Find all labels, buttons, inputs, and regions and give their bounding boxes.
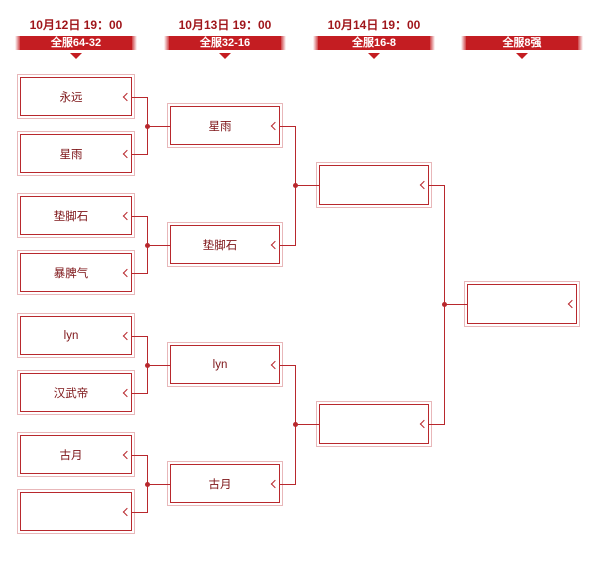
player-name: 古月 <box>208 478 232 491</box>
player-name: 星雨 <box>208 120 232 133</box>
bracket-slot-r1-6[interactable]: 汉武帝 <box>20 373 132 412</box>
bracket-slot-r2-4[interactable]: 古月 <box>170 464 280 503</box>
player-name <box>21 493 121 530</box>
chevron-left-icon <box>122 507 132 516</box>
round-arrow-icon <box>70 53 82 59</box>
chevron-left-icon <box>270 479 280 488</box>
round-date-2: 10月13日 19：00 <box>178 18 272 32</box>
player-name: lyn <box>63 329 79 342</box>
round-date-1: 10月12日 19：00 <box>29 18 123 32</box>
bracket-slot-r1-3[interactable]: 垫脚石 <box>20 196 132 235</box>
chevron-left-icon <box>270 360 280 369</box>
player-name: 垫脚石 <box>202 239 238 252</box>
round-badge-4: 全服8强 <box>461 36 583 50</box>
chevron-left-icon <box>122 92 132 101</box>
round-arrow-icon <box>368 53 380 59</box>
chevron-left-icon <box>122 388 132 397</box>
junction-dot <box>293 422 298 427</box>
chevron-left-icon <box>270 240 280 249</box>
bracket-slot-r3-1[interactable] <box>319 165 429 205</box>
chevron-left-icon <box>567 299 577 309</box>
bracket-slot-r1-8[interactable] <box>20 492 132 531</box>
round-badge-1: 全服64-32 <box>15 36 137 50</box>
bracket-slot-r1-1[interactable]: 永远 <box>20 77 132 116</box>
player-name: 汉武帝 <box>53 387 89 400</box>
player-name <box>320 405 418 443</box>
bracket-slot-r2-2[interactable]: 垫脚石 <box>170 225 280 264</box>
player-name: lyn <box>212 358 228 371</box>
junction-dot <box>145 124 150 129</box>
bracket-slot-r2-1[interactable]: 星雨 <box>170 106 280 145</box>
chevron-left-icon <box>122 149 132 158</box>
junction-dot <box>145 243 150 248</box>
bracket-slot-r3-2[interactable] <box>319 404 429 444</box>
player-name <box>468 285 566 323</box>
junction-dot <box>145 482 150 487</box>
round-badge-2: 全服32-16 <box>164 36 286 50</box>
bracket-slot-r1-5[interactable]: lyn <box>20 316 132 355</box>
chevron-left-icon <box>122 211 132 220</box>
bracket-slot-r1-4[interactable]: 暴脾气 <box>20 253 132 292</box>
junction-dot <box>145 363 150 368</box>
chevron-left-icon <box>419 180 429 190</box>
player-name: 星雨 <box>59 148 83 161</box>
player-name: 古月 <box>59 449 83 462</box>
bracket-slot-r1-2[interactable]: 星雨 <box>20 134 132 173</box>
player-name: 暴脾气 <box>53 267 89 280</box>
round-arrow-icon <box>219 53 231 59</box>
bracket-slot-r1-7[interactable]: 古月 <box>20 435 132 474</box>
junction-dot <box>293 183 298 188</box>
round-date-3: 10月14日 19：00 <box>327 18 421 32</box>
round-badge-3: 全服16-8 <box>313 36 435 50</box>
player-name <box>320 166 418 204</box>
player-name: 垫脚石 <box>53 210 89 223</box>
player-name: 永远 <box>59 91 83 104</box>
chevron-left-icon <box>122 331 132 340</box>
bracket-slot-r4-1[interactable] <box>467 284 577 324</box>
chevron-left-icon <box>122 268 132 277</box>
chevron-left-icon <box>419 419 429 429</box>
junction-dot <box>442 302 447 307</box>
round-arrow-icon <box>516 53 528 59</box>
bracket-slot-r2-3[interactable]: lyn <box>170 345 280 384</box>
chevron-left-icon <box>270 121 280 130</box>
chevron-left-icon <box>122 450 132 459</box>
